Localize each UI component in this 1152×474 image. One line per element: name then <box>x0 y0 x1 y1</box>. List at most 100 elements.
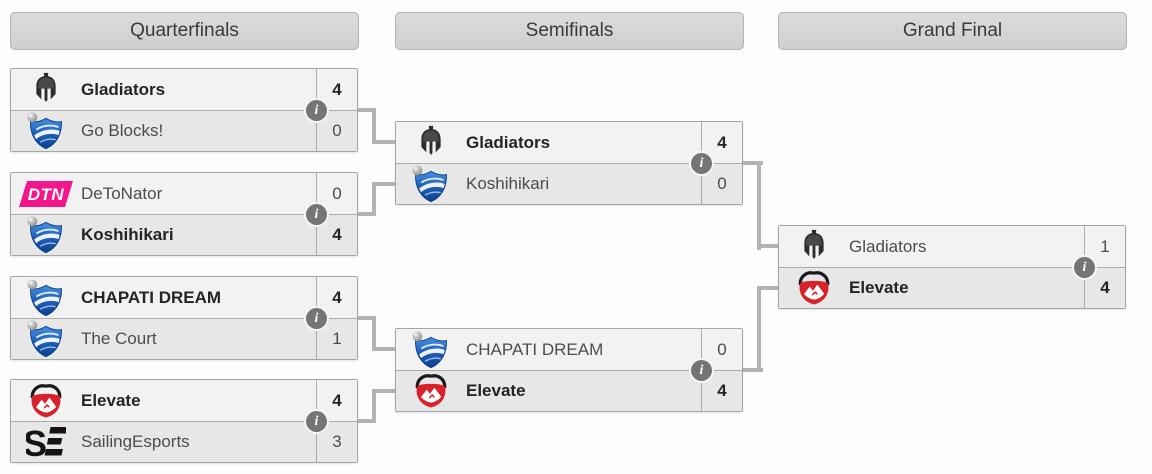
elevate-mountain-logo <box>396 372 466 410</box>
bracket-connector <box>372 316 376 351</box>
team-score: 3 <box>316 422 357 462</box>
match-sf1: Gladiators 4 Koshihikari 0 i <box>395 121 743 205</box>
match-info-icon[interactable]: i <box>691 153 712 174</box>
match-sf2: CHAPATI DREAM 0 Elevate 4 i <box>395 328 743 412</box>
match-qf4: Elevate 4 SailingEsports 3 i <box>10 379 358 463</box>
bracket-connector <box>757 286 761 372</box>
team-score: 0 <box>701 329 742 370</box>
team-row: Elevate 4 <box>11 380 357 421</box>
round-header-label: Grand Final <box>902 20 1003 41</box>
round-header-label: Quarterfinals <box>130 20 239 41</box>
team-row: Elevate 4 <box>779 267 1125 308</box>
round-header-label: Semifinals <box>525 20 614 41</box>
team-score: 4 <box>316 277 357 318</box>
rocket-league-shield-logo <box>396 330 466 370</box>
team-row: CHAPATI DREAM 0 <box>396 329 742 370</box>
bracket-connector <box>372 389 395 393</box>
elevate-mountain-logo <box>779 269 849 307</box>
team-name[interactable]: Gladiators <box>466 132 551 152</box>
match-qf2: DeToNator 0 Koshihikari 4 i <box>10 172 358 256</box>
team-name[interactable]: Koshihikari <box>81 225 174 244</box>
info-icon-glyph: i <box>314 413 319 429</box>
match-info-icon[interactable]: i <box>306 204 327 225</box>
team-name[interactable]: The Court <box>81 329 157 348</box>
bracket-connector <box>743 368 763 372</box>
bracket-connector <box>372 389 376 423</box>
info-icon-glyph: i <box>699 362 704 378</box>
team-score: 0 <box>701 164 742 204</box>
match-info-icon[interactable]: i <box>306 308 327 329</box>
gladiators-helmet-logo <box>396 124 466 161</box>
team-row: CHAPATI DREAM 4 <box>11 277 357 318</box>
rocket-league-shield-logo <box>11 278 81 318</box>
team-row: Elevate 4 <box>396 370 742 411</box>
bracket-connector <box>372 140 395 144</box>
info-icon-glyph: i <box>1082 259 1087 275</box>
team-name[interactable]: Go Blocks! <box>81 121 164 140</box>
bracket-connector <box>743 161 763 165</box>
match-qf1: Gladiators 4 Go Blocks! 0 i <box>10 68 358 152</box>
team-score: 4 <box>316 69 357 110</box>
team-row: Koshihikari 4 <box>11 214 357 255</box>
team-row: SailingEsports 3 <box>11 421 357 462</box>
bracket-connector <box>358 212 376 216</box>
match-info-icon[interactable]: i <box>1074 257 1095 278</box>
match-info-icon[interactable]: i <box>306 100 327 121</box>
team-name[interactable]: CHAPATI DREAM <box>81 287 222 307</box>
bracket-connector <box>372 347 395 351</box>
info-icon-glyph: i <box>314 102 319 118</box>
team-score: 0 <box>316 111 357 151</box>
team-name[interactable]: Gladiators <box>849 236 927 256</box>
team-name[interactable]: DeToNator <box>81 183 163 203</box>
gladiators-helmet-logo <box>11 71 81 108</box>
rocket-league-shield-logo <box>11 319 81 359</box>
team-score: 4 <box>701 122 742 163</box>
sailing-esports-se-logo <box>11 425 81 459</box>
match-qf3: CHAPATI DREAM 4 The Court 1 i <box>10 276 358 360</box>
rocket-league-shield-logo <box>11 111 81 151</box>
gladiators-helmet-logo <box>779 228 849 265</box>
bracket-connector <box>757 286 778 290</box>
team-row: Gladiators 4 <box>396 122 742 163</box>
team-row: Gladiators 4 <box>11 69 357 110</box>
team-score: 4 <box>1084 268 1125 308</box>
match-grand-final: Gladiators 1 Elevate 4 i <box>778 225 1126 309</box>
bracket-connector <box>372 182 376 216</box>
bracket-connector <box>372 182 395 186</box>
team-row: Koshihikari 0 <box>396 163 742 204</box>
team-score: 4 <box>316 380 357 421</box>
team-score: 1 <box>1084 226 1125 267</box>
team-name[interactable]: Elevate <box>81 390 141 410</box>
bracket-connector <box>358 108 376 112</box>
team-score: 4 <box>316 215 357 255</box>
rocket-league-shield-logo <box>396 164 466 204</box>
team-name[interactable]: CHAPATI DREAM <box>466 339 604 359</box>
team-name[interactable]: Elevate <box>466 381 526 400</box>
round-header-semifinals: Semifinals <box>395 12 744 50</box>
team-name[interactable]: Gladiators <box>81 79 166 99</box>
team-name[interactable]: Koshihikari <box>466 174 550 193</box>
bracket-connector <box>358 316 376 320</box>
rocket-league-shield-logo <box>11 215 81 255</box>
match-info-icon[interactable]: i <box>691 360 712 381</box>
info-icon-glyph: i <box>699 155 704 171</box>
team-name[interactable]: Elevate <box>849 278 909 297</box>
info-icon-glyph: i <box>314 310 319 326</box>
round-header-quarterfinals: Quarterfinals <box>10 12 359 50</box>
round-header-grand-final: Grand Final <box>778 12 1127 50</box>
info-icon-glyph: i <box>314 206 319 222</box>
team-row: DeToNator 0 <box>11 173 357 214</box>
match-info-icon[interactable]: i <box>306 411 327 432</box>
team-name[interactable]: SailingEsports <box>81 432 190 451</box>
team-row: Gladiators 1 <box>779 226 1125 267</box>
detonator-dtn-logo <box>11 179 81 209</box>
bracket-connector <box>757 161 761 250</box>
team-row: Go Blocks! 0 <box>11 110 357 151</box>
bracket-connector <box>757 244 778 248</box>
team-score: 4 <box>701 371 742 411</box>
bracket-connector <box>372 108 376 144</box>
team-score: 0 <box>316 173 357 214</box>
team-row: The Court 1 <box>11 318 357 359</box>
team-score: 1 <box>316 319 357 359</box>
